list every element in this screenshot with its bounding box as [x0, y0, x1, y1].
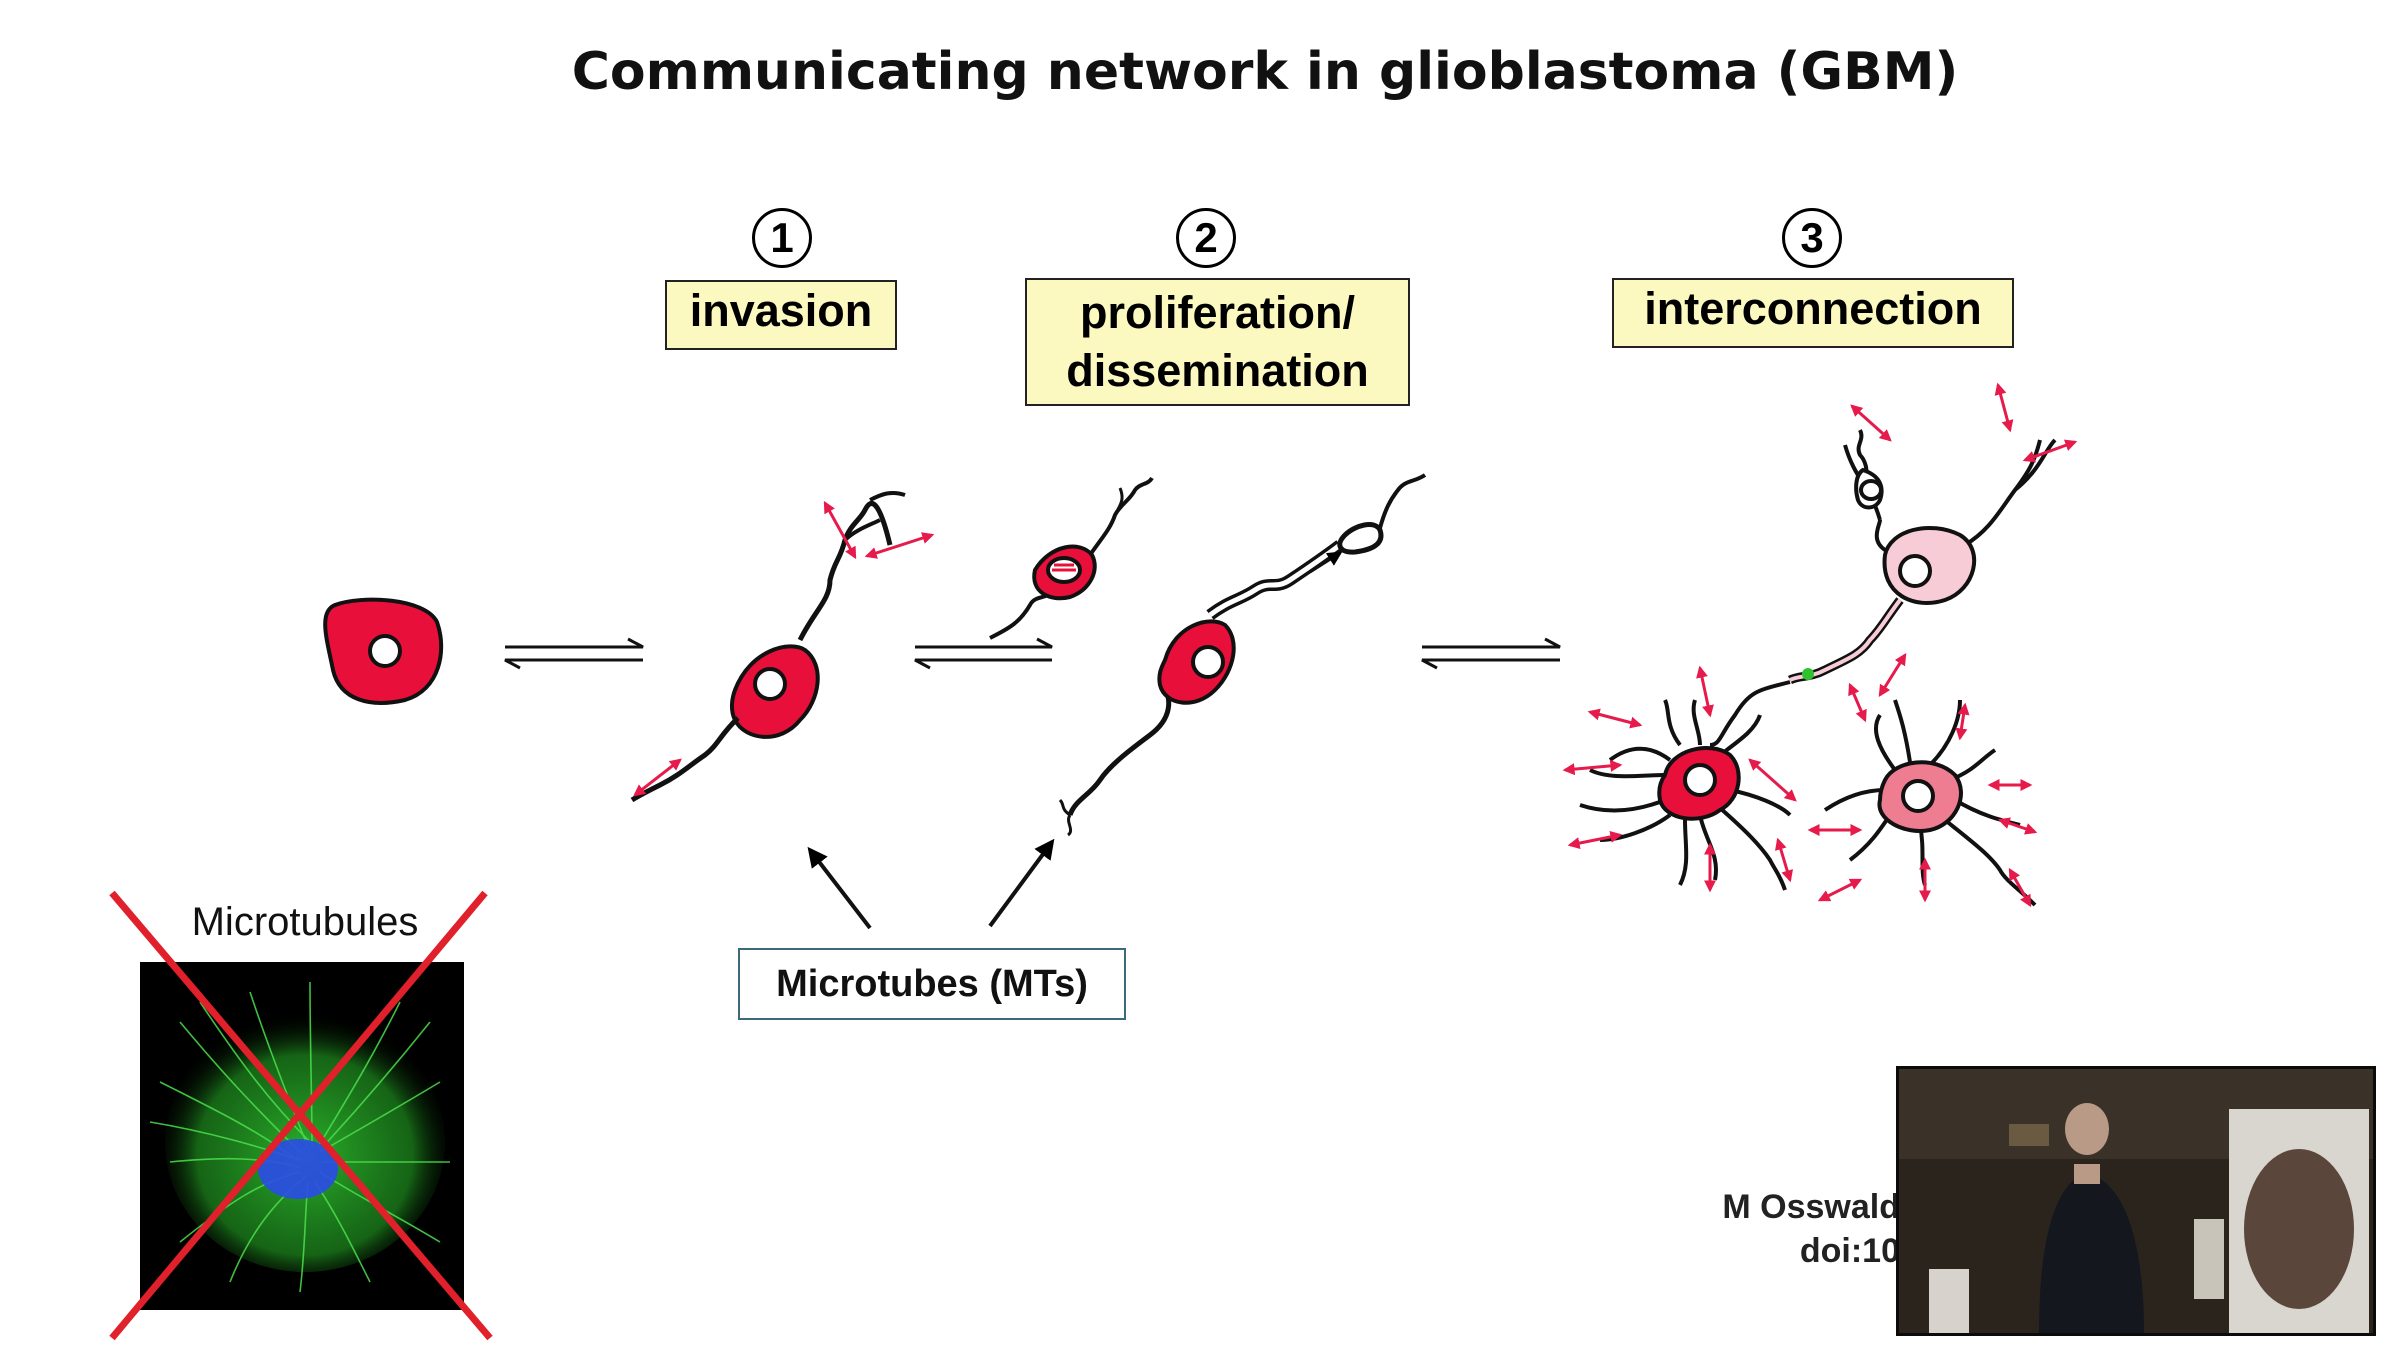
step-2-label: proliferation/ dissemination: [1025, 278, 1410, 406]
step-2-label-line1: proliferation/: [1079, 287, 1355, 338]
pointer-arrow-right: [988, 838, 1055, 928]
step-3-number: 3: [1782, 208, 1842, 268]
network-cell-top: [1843, 404, 1892, 521]
network-cell-pink: [1787, 382, 2078, 685]
step-3-label: interconnection: [1612, 278, 2014, 348]
slide-title: Communicating network in glioblastoma (G…: [571, 42, 1959, 102]
round-tumor-cell: [323, 597, 444, 705]
equilibrium-arrow-1: [504, 637, 644, 670]
pointer-arrow-left: [807, 846, 872, 930]
equilibrium-arrow-3: [1421, 637, 1561, 670]
citation-doi: doi:10: [1799, 1232, 1900, 1270]
speaker-video-frame: [1899, 1069, 2373, 1333]
network-cell-red: [1562, 665, 1797, 893]
dividing-cell: [989, 476, 1154, 640]
step-1-number: 1: [752, 208, 812, 268]
citation-author: M Osswald: [1722, 1188, 1900, 1226]
invading-cell: [630, 490, 935, 803]
speaker-video-overlay: [1896, 1066, 2376, 1336]
equilibrium-arrow-2: [914, 637, 1053, 670]
step-1-label: invasion: [665, 280, 897, 350]
microtubules-caption: Microtubules: [191, 900, 419, 944]
network-cell-rose: [1807, 652, 2038, 908]
citation: M Osswald doi:10: [1700, 1185, 1900, 1273]
step-2-number: 2: [1176, 208, 1236, 268]
migrating-cell: [1058, 473, 1427, 837]
step-2-label-line2: dissemination: [1066, 345, 1369, 396]
microtubes-label-box: Microtubes (MTs): [738, 948, 1126, 1020]
